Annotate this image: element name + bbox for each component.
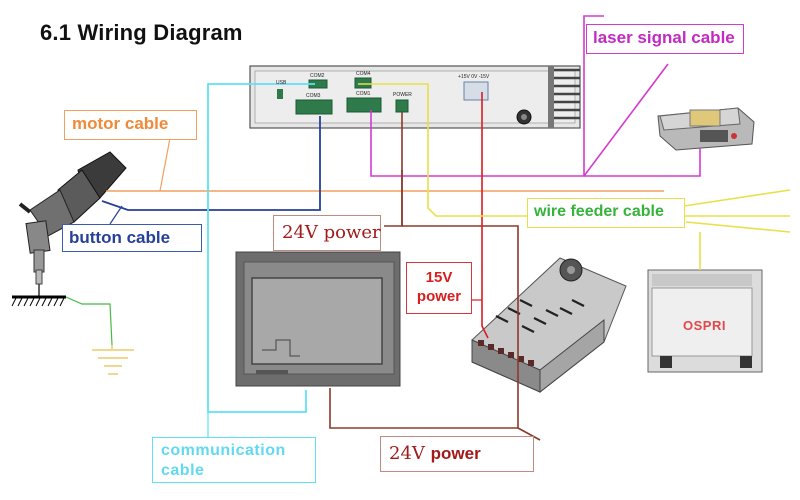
wire-feeder-brand: OSPRI [683, 318, 726, 333]
power-24v-bottom-prefix: 24V [389, 443, 431, 464]
communication-cable-label: communication cable [152, 437, 316, 483]
communication-label-line1: communication [161, 442, 286, 459]
wire-feeder-cable [358, 83, 791, 270]
supply-label: +15V 0V -15V [458, 74, 490, 80]
wire-feeder [647, 269, 763, 373]
com2-label: COM2 [310, 73, 325, 79]
power-24v-bottom-suffix: power [430, 444, 481, 463]
communication-label-line2: cable [161, 462, 205, 479]
power-15v-label-line2: power [416, 288, 462, 305]
laser-signal-cable [370, 15, 701, 177]
laser-signal-cable-label: laser signal cable [586, 24, 744, 54]
power-15v-label: 15V power [406, 262, 472, 314]
supply-terminal [463, 81, 489, 101]
section-title: 6.1 Wiring Diagram [40, 20, 243, 45]
workpiece-ground [11, 295, 134, 375]
usb-port [277, 89, 283, 99]
wire-feeder-cable-label: wire feeder cable [527, 198, 685, 228]
com4-port [354, 77, 372, 89]
power-supply [471, 257, 627, 394]
power-24v-cable [329, 112, 541, 441]
power-24v-bottom-label: 24V power [380, 436, 534, 472]
controller-box [249, 65, 581, 129]
power-15v-cable [481, 92, 489, 339]
motor-cable-label: motor cable [64, 110, 197, 140]
power-port-label: POWER [393, 92, 412, 98]
usb-label: USB [276, 80, 287, 86]
com1-label: COM1 [356, 91, 371, 97]
button-cable-label: button cable [62, 224, 202, 252]
com3-label: COM3 [306, 93, 321, 99]
touch-screen [235, 251, 401, 387]
com4-label: COM4 [356, 71, 371, 77]
com1-port [346, 97, 382, 113]
power-port [395, 99, 409, 113]
button-cable [101, 116, 321, 211]
laser-source [657, 107, 755, 151]
com3-port [295, 99, 333, 115]
power-15v-label-line1: 15V [425, 269, 453, 286]
power-24v-top-label: 24V power [273, 215, 381, 251]
